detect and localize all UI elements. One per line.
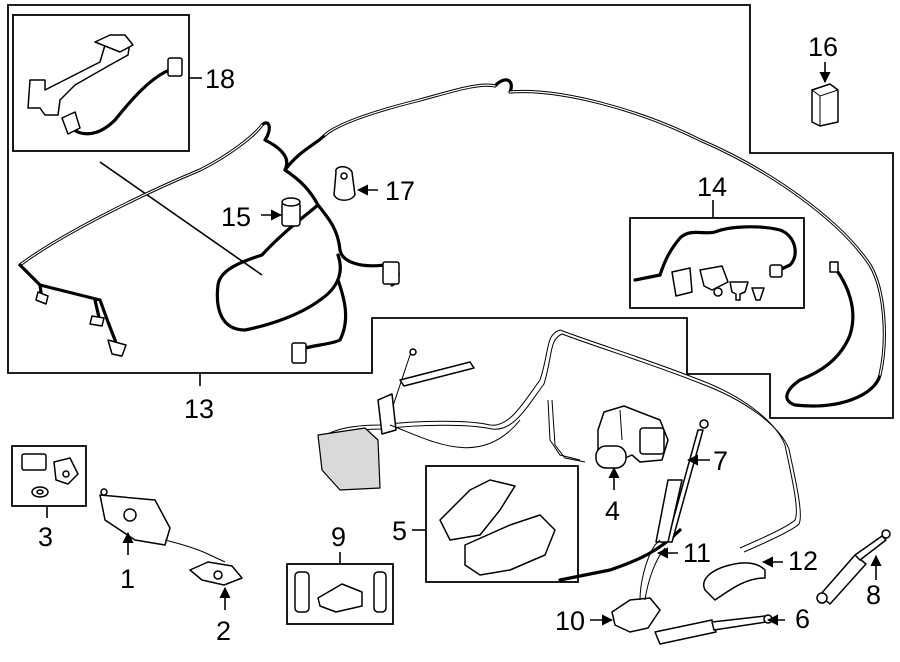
part-18-bracket-harness: [27, 34, 183, 136]
harness-panel-outline: [7, 4, 894, 419]
hydraulic-line-assembly: [317, 329, 801, 582]
part-2-lower-latch: [189, 561, 243, 586]
part-17-clip: [333, 166, 356, 201]
callout-12: 12: [788, 546, 818, 576]
callout-6: 6: [795, 604, 810, 634]
callout-18: 18: [205, 64, 235, 94]
part-8-gas-strut: [816, 529, 891, 605]
grommet-kit-box: [11, 445, 87, 507]
seal-kit-box: [425, 465, 579, 583]
callout-2: 2: [216, 616, 231, 646]
bracket-harness-box: [12, 14, 190, 152]
part-15-grommet: [281, 197, 301, 227]
part-9-bushings: [294, 571, 387, 613]
callout-13: 13: [184, 394, 214, 424]
part-16-module: [811, 83, 839, 127]
callout-17: 17: [385, 176, 415, 206]
connector-kit-box: [629, 217, 805, 309]
callout-8: 8: [866, 580, 881, 610]
callout-9: 9: [331, 522, 346, 552]
leader-lines: [46, 62, 882, 626]
box18-leader: [99, 161, 263, 276]
callout-11: 11: [683, 538, 711, 568]
callout-3: 3: [38, 522, 53, 552]
callout-1: 1: [120, 564, 135, 594]
part-3-grommets: [21, 453, 79, 498]
main-wiring-harness: [18, 78, 886, 408]
part-5-seals: [439, 479, 556, 576]
part-14-connectors: [633, 225, 797, 301]
callout-15: 15: [221, 202, 251, 232]
callout-16: 16: [808, 32, 838, 62]
part-1-latch-bracket: [99, 488, 226, 563]
callout-5: 5: [392, 516, 407, 546]
part-10-11-12-valve-lines: [611, 539, 766, 633]
part-4-pump-motor: [595, 405, 669, 469]
callout-7: 7: [713, 446, 728, 476]
callout-4: 4: [605, 496, 620, 526]
part-6-cylinder: [654, 614, 773, 645]
callout-14: 14: [697, 172, 727, 202]
callout-10: 10: [555, 606, 585, 636]
callout-labels: 1 2 3 4 5 6 7 8 9 10 11 12 13 14 15 16 1…: [38, 32, 881, 646]
